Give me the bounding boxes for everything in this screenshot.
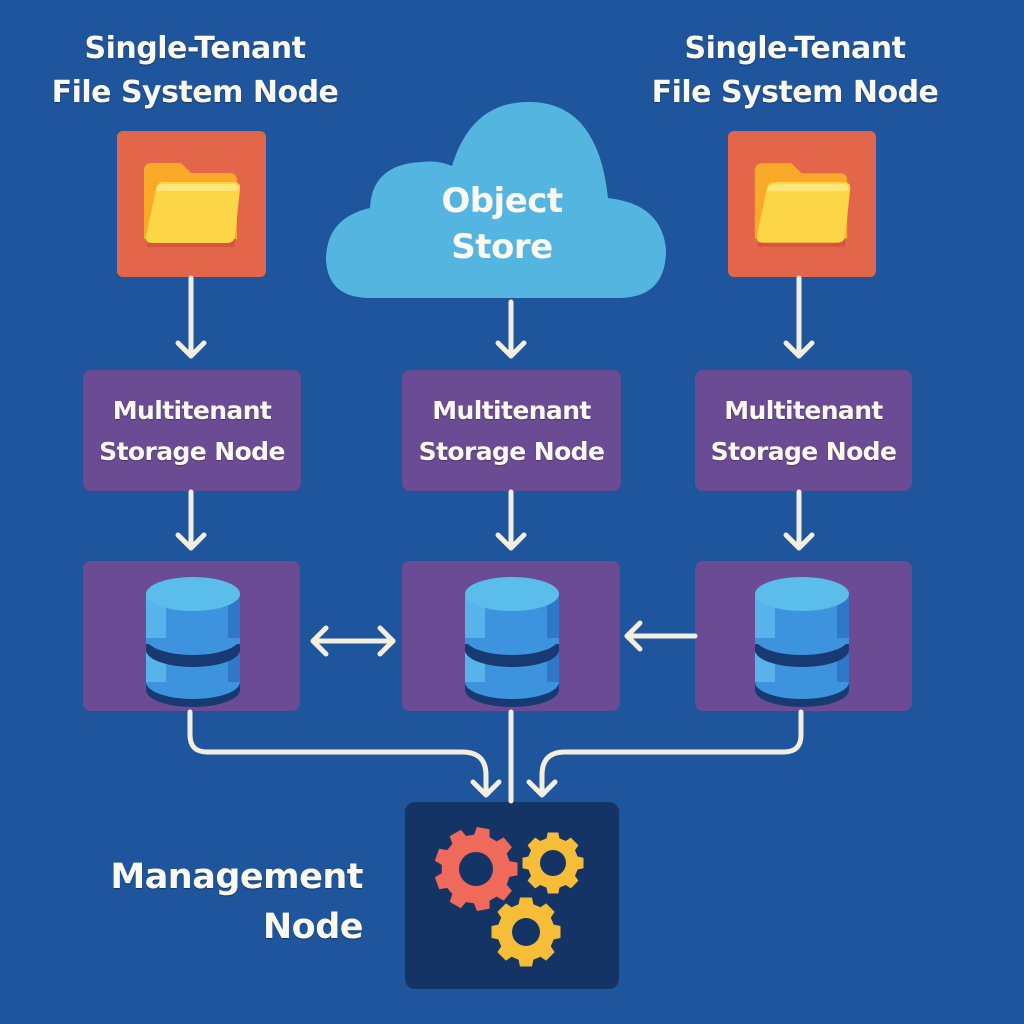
gear-icon: [491, 897, 561, 967]
arrowhead: [783, 340, 815, 359]
connector-left-to-management: [187, 709, 489, 798]
storage-node-right[interactable]: Multitenant Storage Node: [695, 370, 912, 491]
arrowhead: [495, 532, 527, 551]
db-node-center[interactable]: [402, 561, 620, 711]
object-store-line2: Store: [451, 227, 553, 267]
storage-center-line1: Multitenant: [432, 395, 591, 425]
object-store-label: Object Store: [382, 178, 622, 270]
folder-icon: [754, 163, 851, 247]
arrowhead: [783, 532, 815, 551]
fs-left-node[interactable]: [117, 131, 266, 277]
management-node[interactable]: [405, 802, 619, 989]
db-node-right[interactable]: [695, 561, 912, 711]
fs-left-title-line2: File System Node: [51, 75, 339, 110]
object-store-line1: Object: [441, 181, 563, 221]
gears-icon: [434, 827, 584, 967]
arrowhead: [377, 625, 396, 657]
storage-center-line2: Storage Node: [418, 436, 605, 466]
arrowhead: [495, 340, 527, 359]
storage-right-line1: Multitenant: [724, 395, 883, 425]
storage-node-left[interactable]: Multitenant Storage Node: [83, 370, 301, 491]
fs-left-title-line1: Single-Tenant: [84, 31, 306, 66]
fs-right-title-line1: Single-Tenant: [684, 31, 906, 66]
object-store-node[interactable]: Object Store: [322, 90, 668, 302]
fs-left-title: Single-Tenant File System Node: [40, 27, 350, 115]
fs-right-title-line2: File System Node: [651, 75, 939, 110]
arrowhead: [175, 340, 207, 359]
management-line2: Node: [262, 907, 364, 947]
arrowhead: [175, 532, 207, 551]
management-line1: Management: [110, 857, 363, 897]
storage-node-center[interactable]: Multitenant Storage Node: [402, 370, 621, 491]
arrowhead: [310, 625, 329, 657]
management-label: Management Node: [60, 852, 363, 952]
arrowhead: [624, 620, 643, 652]
connector-right-to-management: [539, 709, 804, 798]
storage-left-line2: Storage Node: [99, 436, 285, 466]
folder-icon: [144, 163, 241, 247]
arrowhead: [470, 779, 502, 798]
fs-right-title: Single-Tenant File System Node: [640, 27, 950, 115]
storage-right-line2: Storage Node: [710, 436, 897, 466]
arrowhead: [526, 779, 558, 798]
storage-left-line1: Multitenant: [112, 395, 272, 425]
gear-icon: [434, 827, 518, 911]
cloud-icon: [326, 101, 666, 298]
db-node-left[interactable]: [83, 561, 300, 711]
fs-right-node[interactable]: [728, 131, 876, 277]
gear-icon: [522, 832, 584, 894]
